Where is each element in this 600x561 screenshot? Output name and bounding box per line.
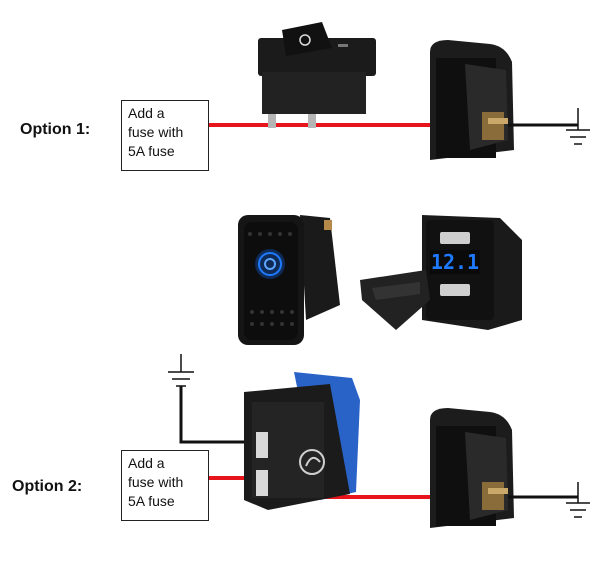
option2-fuse-note: Add a fuse with 5A fuse [121, 450, 209, 521]
voltmeter-display: 12.1 [430, 250, 480, 274]
ground-symbol-icon [566, 108, 590, 145]
ground-symbol-icon [168, 354, 194, 387]
fuse-note-line: fuse with [128, 474, 184, 490]
fuse-note-line: 5A fuse [128, 493, 175, 509]
usb-voltmeter-socket-icon [430, 40, 514, 160]
option1-label: Option 1: [20, 121, 91, 138]
fuse-note-line: fuse with [128, 124, 184, 140]
fuse-note-line: Add a [128, 105, 165, 121]
option1-fuse-note: Add a fuse with 5A fuse [121, 100, 209, 171]
lighted-rocker-switch-icon [238, 215, 340, 345]
ground-symbol-icon [566, 482, 590, 518]
fuse-note-line: 5A fuse [128, 143, 175, 159]
option2-label: Option 2: [12, 478, 83, 495]
rocker-switch-icon [258, 22, 376, 128]
usb-voltmeter-with-cover-icon [360, 215, 522, 330]
usb-voltmeter-socket-icon [430, 408, 514, 528]
option2-ground-wire-switch [179, 386, 262, 444]
fuse-note-line: Add a [128, 455, 165, 471]
lighted-rocker-switch-side-icon [244, 372, 360, 510]
